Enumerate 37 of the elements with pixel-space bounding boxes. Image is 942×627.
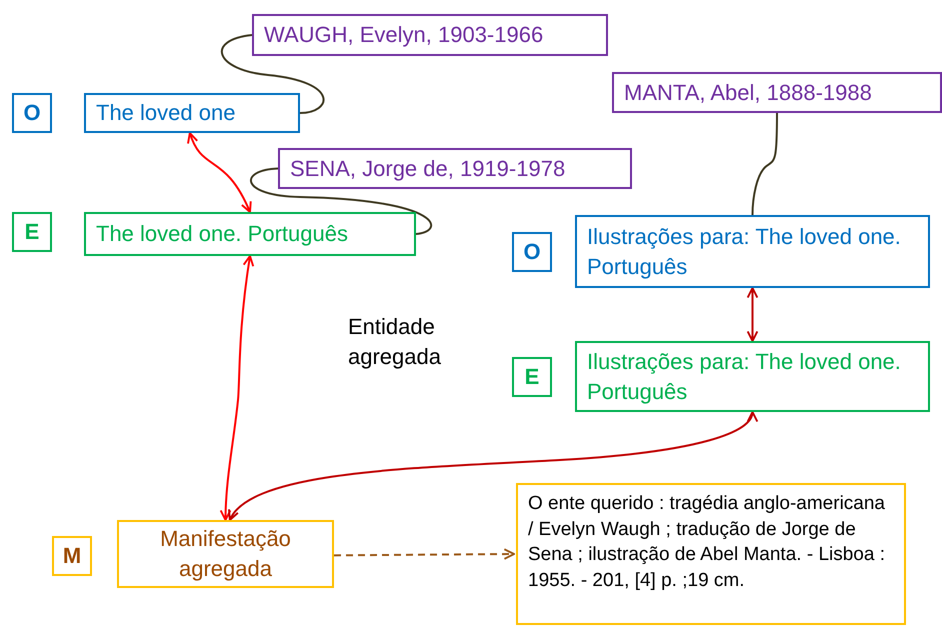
work-box <box>575 215 930 288</box>
letter-tag <box>512 232 552 272</box>
expression-box <box>575 341 930 412</box>
work-box <box>84 93 300 133</box>
node-text: M <box>62 542 82 570</box>
letter-tag <box>12 93 52 133</box>
node-text: O ente querido : tragédia anglo-americana / Evelyn Waugh ; tradução de Jorge de Sena ; ilustração de Abel Manta. - Lisboa : 1955. - 201, [4] p. ;19 cm. <box>528 492 886 593</box>
letter-tag <box>52 536 92 576</box>
arrow <box>746 287 758 342</box>
expression-box <box>84 212 416 256</box>
node-text: Ilustrações para: The loved one. Português <box>587 348 902 406</box>
name-box <box>252 14 608 56</box>
connector-line <box>250 168 432 235</box>
manifestation-box <box>117 520 334 588</box>
node-text: O <box>523 238 541 266</box>
node-text: O <box>23 99 41 128</box>
annotation-text: Entidade agregada <box>348 313 442 371</box>
node-text: E <box>24 218 40 246</box>
name-box <box>278 148 632 189</box>
node-text: Ilustrações para: The loved one. Português <box>587 222 902 281</box>
node-text: The loved one. Português <box>96 220 348 248</box>
arrow <box>334 548 515 560</box>
connector-line <box>221 34 324 114</box>
description-box <box>516 483 906 625</box>
node-text: WAUGH, Evelyn, 1903-1966 <box>264 21 544 50</box>
name-box <box>612 72 942 113</box>
node-text: E <box>524 363 540 392</box>
letter-tag <box>512 357 552 397</box>
arrow <box>188 132 252 213</box>
letter-tag <box>12 212 52 252</box>
connector-line <box>752 113 778 216</box>
node-text: The loved one <box>96 99 236 128</box>
arrow <box>228 411 756 521</box>
node-text: SENA, Jorge de, 1919-1978 <box>290 154 566 183</box>
arrow <box>220 255 254 521</box>
node-text: Manifestação agregada <box>159 525 292 583</box>
node-text: MANTA, Abel, 1888-1988 <box>624 78 872 107</box>
